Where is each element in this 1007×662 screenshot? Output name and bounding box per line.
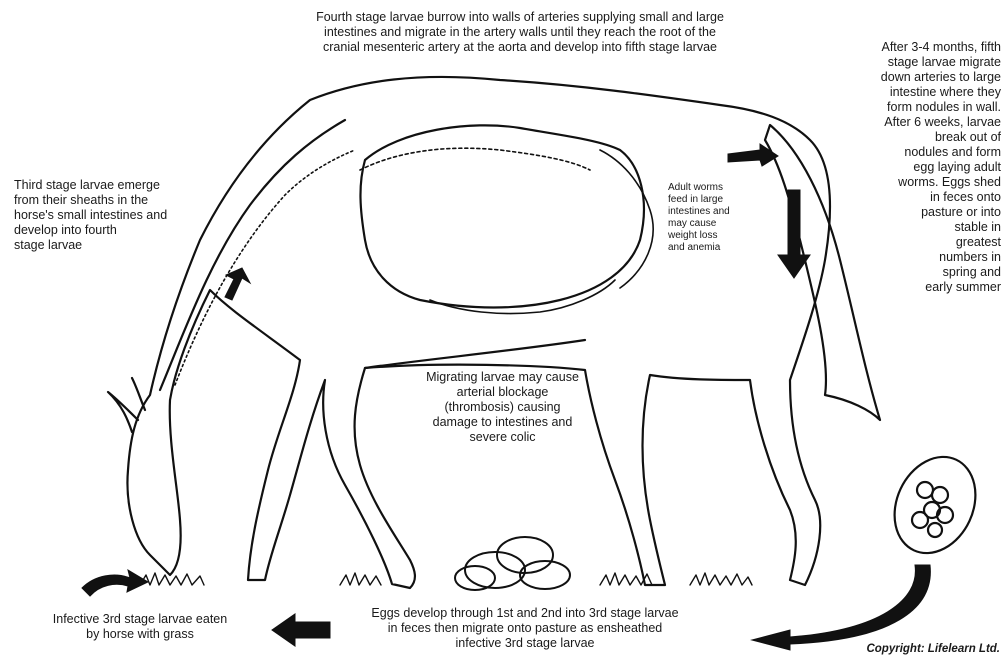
caption-left: Third stage larvae emerge from their she… [14, 178, 214, 253]
egg-icon [879, 444, 990, 567]
arrow-right-short [728, 144, 778, 166]
arrow-bottom-left [272, 614, 330, 646]
grass-far [690, 573, 752, 585]
arrow-grass-up [82, 570, 148, 596]
grass-left [140, 573, 204, 585]
caption-top: Fourth stage larvae burrow into walls of… [260, 10, 780, 55]
feces-pile [455, 537, 570, 590]
horse-neck-line [160, 120, 345, 390]
horse-ear [108, 392, 138, 432]
dotted-migration [360, 148, 590, 170]
intestine-outline [360, 125, 643, 307]
intestine-loop [600, 150, 653, 288]
caption-bottom-left: Infective 3rd stage larvae eaten by hors… [20, 612, 260, 642]
grass-mid [340, 573, 381, 585]
caption-adult-worms: Adult worms feed in large intestines and… [668, 182, 764, 254]
caption-bottom-center: Eggs develop through 1st and 2nd into 3r… [335, 606, 715, 651]
horse-body-outline [127, 77, 830, 588]
caption-right: After 3-4 months, fifth stage larvae mig… [835, 40, 1001, 295]
copyright-label: Copyright: Lifelearn Ltd. [830, 642, 1000, 657]
intestine-coil [430, 280, 615, 314]
arrow-egg-to-bottom [752, 565, 930, 650]
horse-ear-2 [132, 378, 145, 410]
caption-migrating: Migrating larvae may cause arterial bloc… [395, 370, 610, 445]
